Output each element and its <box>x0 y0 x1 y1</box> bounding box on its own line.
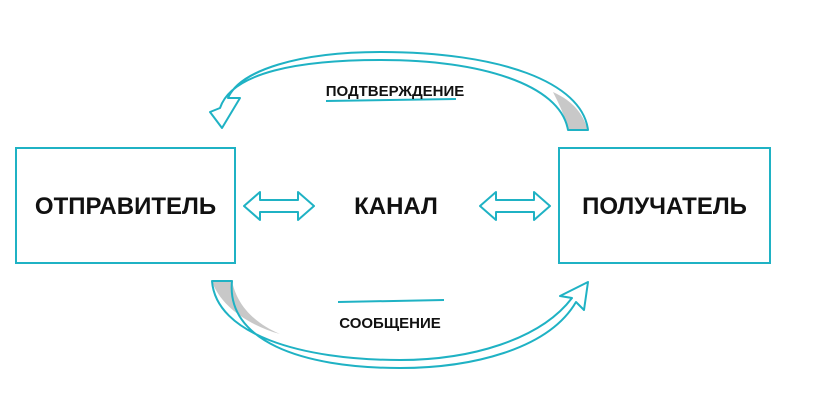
left-double-arrow <box>243 191 315 221</box>
feedback-curved-arrow <box>209 51 589 131</box>
feedback-label: ПОДТВЕРЖДЕНИЕ <box>326 83 465 100</box>
feedback-arrow-body <box>209 51 589 131</box>
message-label: СООБЩЕНИЕ <box>339 315 440 332</box>
feedback-arrow-shadow <box>553 92 588 130</box>
sender-label: ОТПРАВИТЕЛЬ <box>35 193 216 220</box>
message-curved-arrow <box>211 280 589 369</box>
receiver-node: ПОЛУЧАТЕЛЬ <box>558 147 771 264</box>
channel-label: КАНАЛ <box>354 193 438 220</box>
message-underline <box>337 299 445 303</box>
sender-node: ОТПРАВИТЕЛЬ <box>15 147 236 264</box>
sender-box <box>15 147 236 264</box>
message-arrow-body <box>211 280 589 369</box>
feedback-underline <box>325 98 457 102</box>
right-double-arrow <box>479 191 551 221</box>
receiver-box <box>558 147 771 264</box>
message-arrow-shadow <box>212 281 280 334</box>
receiver-label: ПОЛУЧАТЕЛЬ <box>582 193 747 220</box>
